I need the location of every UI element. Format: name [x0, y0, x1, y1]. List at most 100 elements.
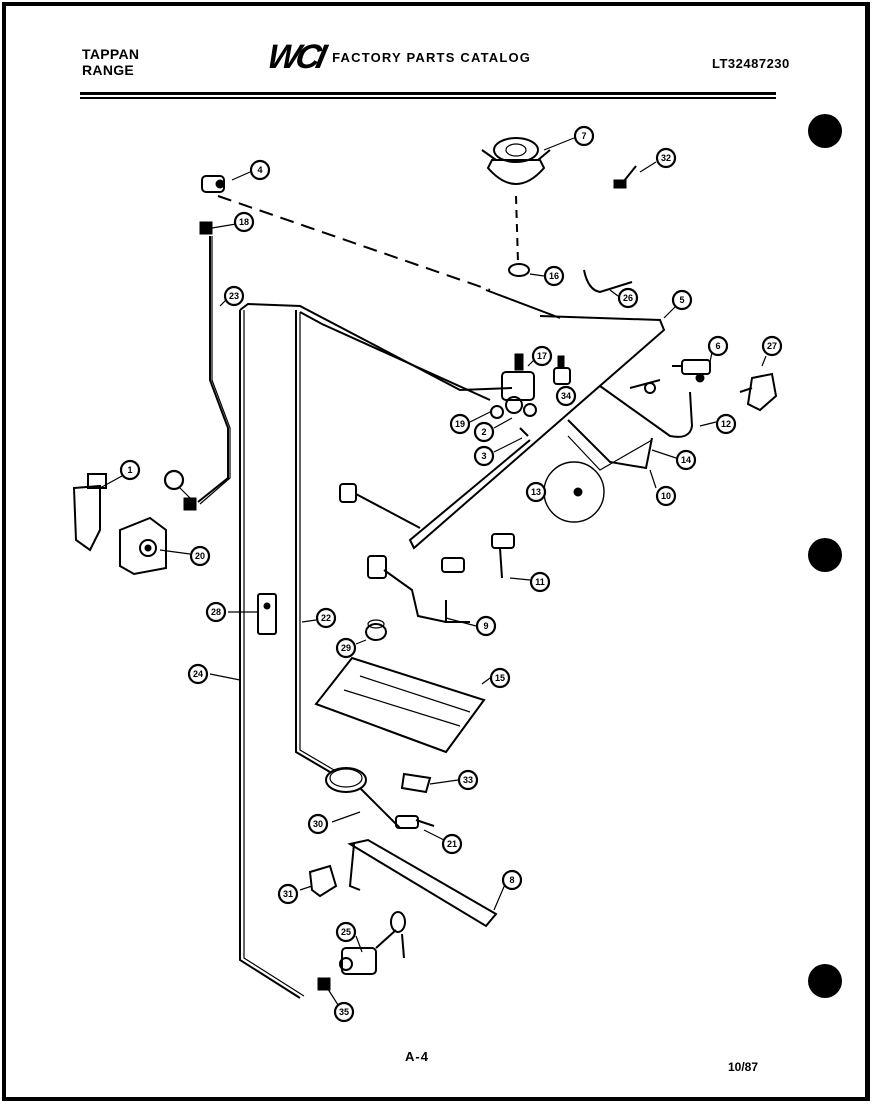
svg-text:26: 26 [623, 293, 633, 303]
callout-24: 24 [187, 663, 209, 685]
manifold-part [408, 315, 666, 550]
catalog-title: FACTORY PARTS CATALOG [332, 50, 532, 65]
callout-9: 9 [475, 615, 497, 637]
svg-text:25: 25 [341, 927, 351, 937]
catalog-header: WCI FACTORY PARTS CATALOG [264, 38, 532, 76]
callout-30: 30 [307, 813, 329, 835]
bushing-part [365, 619, 387, 641]
svg-text:12: 12 [721, 419, 731, 429]
callout-35: 35 [333, 1001, 355, 1023]
svg-text:21: 21 [447, 839, 457, 849]
svg-text:14: 14 [681, 455, 691, 465]
header-rule-secondary [80, 97, 776, 99]
elbow-fitting-part [201, 175, 225, 193]
fitting-nut-part [183, 497, 197, 511]
svg-text:6: 6 [715, 341, 720, 351]
fitting-nut-part [317, 977, 331, 991]
callout-32: 32 [655, 147, 677, 169]
svg-text:5: 5 [679, 295, 684, 305]
callout-33: 33 [457, 769, 479, 791]
svg-text:13: 13 [531, 487, 541, 497]
valve-assembly-part [501, 353, 537, 417]
page-border [2, 2, 870, 1101]
model-number: LT32487230 [712, 56, 790, 71]
svg-text:18: 18 [239, 217, 249, 227]
tube-12 [599, 385, 694, 438]
callout-21: 21 [441, 833, 463, 855]
svg-text:19: 19 [455, 419, 465, 429]
valve-11-part [441, 533, 515, 579]
callout-10: 10 [655, 485, 677, 507]
callout-7: 7 [573, 125, 595, 147]
brand-block: TAPPAN RANGE [82, 46, 139, 78]
svg-text:9: 9 [483, 621, 488, 631]
svg-text:3: 3 [481, 451, 486, 461]
svg-text:10: 10 [661, 491, 671, 501]
igniter-part [395, 815, 435, 829]
callout-4: 4 [249, 159, 271, 181]
binder-hole-icon [808, 964, 842, 998]
svg-text:17: 17 [537, 351, 547, 361]
svg-text:33: 33 [463, 775, 473, 785]
revision-date: 10/87 [728, 1060, 759, 1074]
callout-11: 11 [529, 571, 551, 593]
oven-valve-part [339, 929, 397, 975]
callout-12: 12 [715, 413, 737, 435]
callout-13: 13 [525, 481, 547, 503]
callout-29: 29 [335, 637, 357, 659]
grommet-part [508, 263, 530, 277]
svg-text:24: 24 [193, 669, 203, 679]
gas-tube-23 [197, 236, 229, 503]
valve-6-part [672, 359, 711, 383]
svg-text:2: 2 [481, 427, 486, 437]
callout-25: 25 [335, 921, 357, 943]
callout-27: 27 [761, 335, 783, 357]
svg-text:30: 30 [313, 819, 323, 829]
callout-14: 14 [675, 449, 697, 471]
brand-name: TAPPAN [82, 46, 140, 62]
alignment-dashed-line [217, 195, 491, 291]
burner-valve-part [553, 355, 571, 385]
callout-6: 6 [707, 335, 729, 357]
callout-22: 22 [315, 607, 337, 629]
svg-text:7: 7 [581, 131, 586, 141]
orifice-screw-part [519, 427, 529, 437]
svg-text:31: 31 [283, 889, 293, 899]
binder-hole-icon [808, 114, 842, 148]
svg-text:15: 15 [495, 673, 505, 683]
svg-text:16: 16 [549, 271, 559, 281]
callout-17: 17 [531, 345, 553, 367]
callout-1: 1 [119, 459, 141, 481]
valve-27-part [739, 372, 778, 412]
svg-text:35: 35 [339, 1007, 349, 1017]
wire-part [583, 269, 633, 294]
fitting-nut-part [199, 221, 213, 235]
product-type: RANGE [82, 62, 135, 78]
tube-10 [567, 435, 653, 471]
clip-part [400, 772, 432, 794]
callout-20: 20 [189, 545, 211, 567]
svg-text:8: 8 [509, 875, 514, 885]
tube-14 [567, 419, 653, 470]
bracket-31-part [308, 864, 338, 898]
grommet-part [390, 911, 406, 933]
callout-2: 2 [473, 421, 495, 443]
svg-text:29: 29 [341, 643, 351, 653]
thermocouple-coil-part [325, 767, 401, 829]
leader-lines [99, 137, 767, 1009]
callout-26: 26 [617, 287, 639, 309]
callout-3: 3 [473, 445, 495, 467]
svg-text:34: 34 [561, 391, 571, 401]
svg-text:23: 23 [229, 291, 239, 301]
svg-text:1: 1 [127, 465, 132, 475]
svg-text:4: 4 [257, 165, 262, 175]
alignment-dashed-line [515, 195, 519, 263]
heat-shield-part [314, 656, 486, 754]
top-burner-part [481, 137, 551, 185]
oven-thermostat-part [119, 516, 167, 576]
callout-34: 34 [555, 385, 577, 407]
callout-19: 19 [449, 413, 471, 435]
callout-31: 31 [277, 883, 299, 905]
